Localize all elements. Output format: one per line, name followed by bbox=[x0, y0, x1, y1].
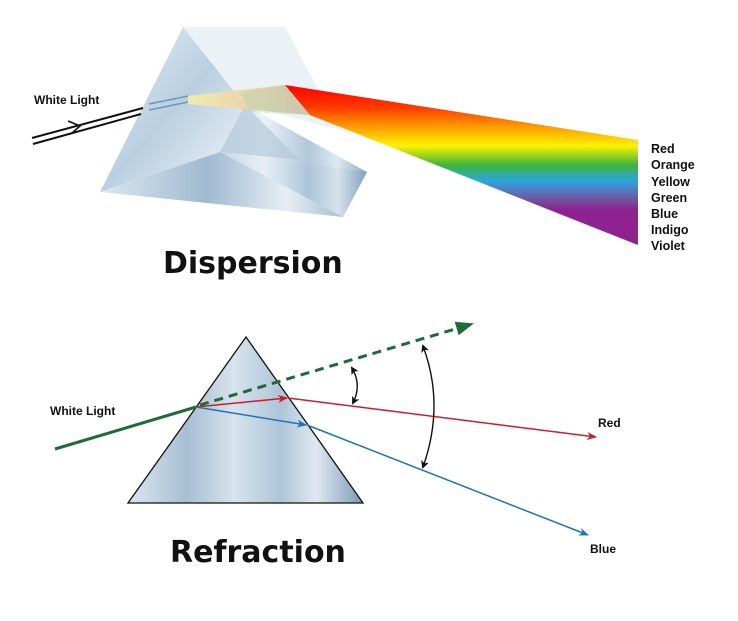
deviation-angle-blue-arc bbox=[421, 344, 435, 469]
red-ray-exit bbox=[287, 397, 597, 440]
red-ray-label: Red bbox=[598, 416, 621, 430]
prism-left-face bbox=[100, 27, 245, 192]
blue-ray-exit bbox=[306, 424, 589, 536]
direction-arrow-icon bbox=[67, 120, 82, 134]
prism-inner-face bbox=[220, 105, 300, 160]
deviation-angle-red-arc bbox=[350, 366, 360, 405]
internal-beam bbox=[188, 85, 310, 115]
refraction-input-label: White Light bbox=[50, 404, 115, 418]
spectrum-fan bbox=[285, 85, 638, 245]
refraction-prism bbox=[126, 335, 365, 504]
spectrum-label-red: Red bbox=[651, 142, 675, 156]
spectrum-label-green: Green bbox=[651, 191, 687, 205]
refraction-white-light-ray bbox=[54, 405, 197, 451]
dispersion-white-light-ray bbox=[31, 95, 189, 145]
spectrum-label-violet: Violet bbox=[651, 239, 686, 253]
spectrum-label-yellow: Yellow bbox=[651, 175, 690, 189]
red-ray-internal bbox=[195, 394, 288, 408]
spectrum-label-indigo: Indigo bbox=[651, 223, 689, 237]
dispersion-input-label: White Light bbox=[34, 93, 99, 107]
dispersion-prism bbox=[100, 27, 367, 217]
dispersion-title: Dispersion bbox=[163, 246, 343, 281]
blue-ray-label: Blue bbox=[590, 542, 616, 556]
refraction-title: Refraction bbox=[170, 535, 346, 570]
spectrum-label-blue: Blue bbox=[651, 207, 678, 221]
spectrum-label-orange: Orange bbox=[651, 158, 695, 172]
spectrum-labels: Red Orange Yellow Green Blue Indigo Viol… bbox=[651, 142, 695, 253]
undeviated-path-dashed bbox=[199, 321, 474, 407]
blue-ray-internal bbox=[195, 406, 307, 428]
